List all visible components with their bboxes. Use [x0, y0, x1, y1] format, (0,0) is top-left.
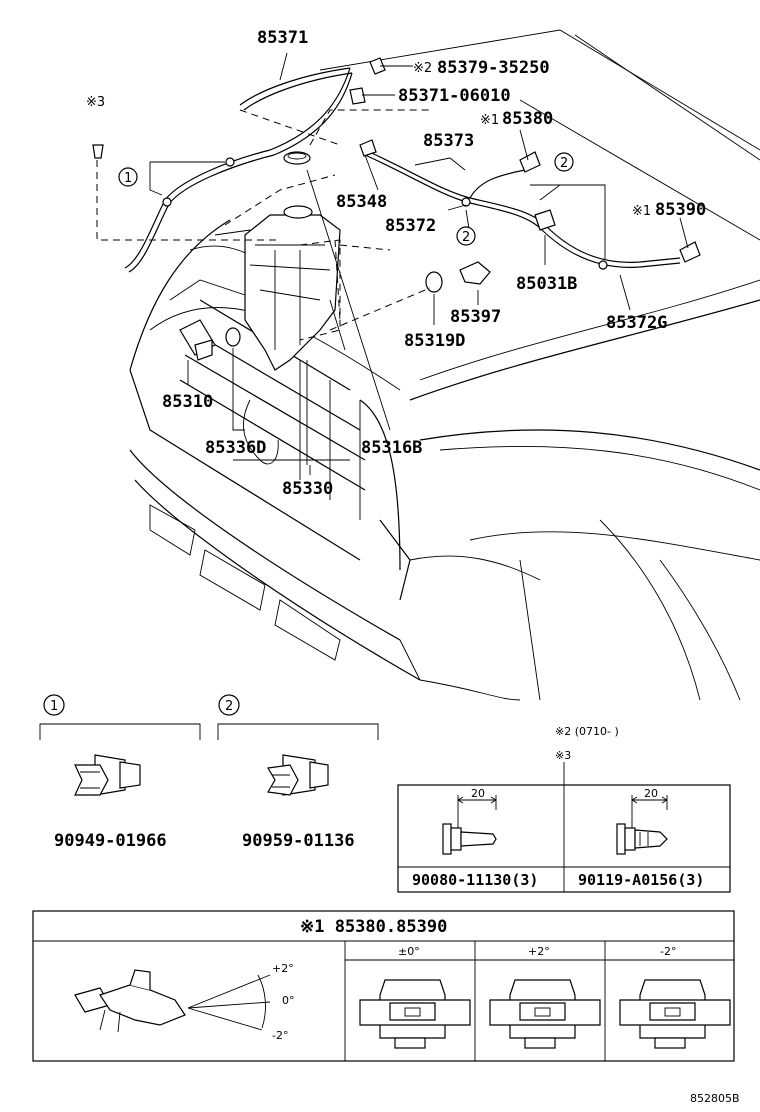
- label-85372: 85372: [385, 216, 436, 236]
- clip-2-part-number: 90959-01136: [242, 831, 355, 851]
- washer-jar: [214, 205, 346, 371]
- label-85397: 85397: [450, 307, 501, 327]
- note3-marker: ※3: [86, 95, 105, 110]
- clip-1-part-number: 90949-01966: [54, 831, 167, 851]
- dim-left: 20: [471, 787, 485, 800]
- label-85330: 85330: [282, 479, 333, 499]
- label-85316b: 85316B: [361, 438, 422, 458]
- col-zero-label: ±0°: [398, 945, 420, 958]
- nozzle-angle-table: ※1 85380.85390 +2° 0° -2° ±0° +2° -2°: [32, 910, 735, 1062]
- note2-header: ※2 (0710- ): [555, 725, 619, 738]
- circle-callouts: 1 2 2: [118, 152, 574, 246]
- note3-header: ※3: [555, 749, 571, 762]
- angle-zero-label: 0°: [282, 994, 295, 1007]
- note1-marker-85380: ※1: [480, 113, 499, 128]
- label-85371: 85371: [257, 28, 308, 48]
- label-85348: 85348: [336, 192, 387, 212]
- label-85380: 85380: [502, 109, 553, 129]
- part-labels: 85371 ※2 85379-35250 85371-06010 ※1 8538…: [86, 28, 706, 499]
- washer-hoses: [92, 57, 701, 273]
- svg-text:2: 2: [225, 699, 233, 714]
- callout-circle-1: [118, 167, 138, 187]
- label-85371-06010: 85371-06010: [398, 86, 511, 106]
- washer-pump: [179, 319, 216, 361]
- fastener-left-drawing: [442, 795, 497, 855]
- nozzle-view-zero: [359, 979, 471, 1049]
- grommet-85319d: [425, 271, 443, 293]
- fastener-right-part-number: 90119-A0156(3): [578, 871, 704, 889]
- clip-circle-2: [218, 694, 240, 716]
- figure-id: 852805B: [690, 1092, 740, 1105]
- label-85336d: 85336D: [205, 438, 266, 458]
- col-minus-label: -2°: [660, 945, 676, 958]
- clip-detail: 1 2 90949-01966 90959-01136: [39, 694, 379, 851]
- clip-2-drawing: [267, 754, 329, 796]
- jar-cap: [283, 151, 311, 165]
- fastener-table: ※2 (0710- ) ※3 20 20 90080-11130(3): [397, 725, 731, 893]
- angle-minus-label: -2°: [272, 1029, 288, 1042]
- check-valve-85397: [459, 261, 491, 285]
- svg-text:2: 2: [560, 156, 568, 171]
- callout-circle-2a: [554, 152, 574, 172]
- note2-marker: ※2: [413, 61, 432, 76]
- col-plus-label: +2°: [528, 945, 550, 958]
- nozzle-view-minus: [619, 979, 731, 1049]
- nozzle-view-plus: [489, 979, 601, 1049]
- label-85379-35250: 85379-35250: [437, 58, 550, 78]
- nozzle-spray-drawing: [74, 969, 271, 1033]
- callout-circle-2b: [456, 226, 476, 246]
- label-85319d: 85319D: [404, 331, 465, 351]
- leader-lines: [96, 52, 689, 475]
- svg-text:1: 1: [124, 171, 132, 186]
- label-85390: 85390: [655, 200, 706, 220]
- note1-marker-85390: ※1: [632, 204, 651, 219]
- label-85310: 85310: [162, 392, 213, 412]
- label-85372g: 85372G: [606, 313, 667, 333]
- fastener-right-drawing: [616, 795, 668, 855]
- grommet: [225, 327, 241, 347]
- nozzle-table-header: ※1 85380.85390: [300, 917, 447, 937]
- svg-text:2: 2: [462, 230, 470, 245]
- label-85373: 85373: [423, 131, 474, 151]
- clip-1-drawing: [74, 754, 141, 796]
- clip-circle-1: [43, 694, 65, 716]
- fastener-left-part-number: 90080-11130(3): [412, 871, 538, 889]
- label-85031b: 85031B: [516, 274, 577, 294]
- dim-right: 20: [644, 787, 658, 800]
- svg-text:1: 1: [50, 699, 58, 714]
- angle-plus-label: +2°: [272, 962, 294, 975]
